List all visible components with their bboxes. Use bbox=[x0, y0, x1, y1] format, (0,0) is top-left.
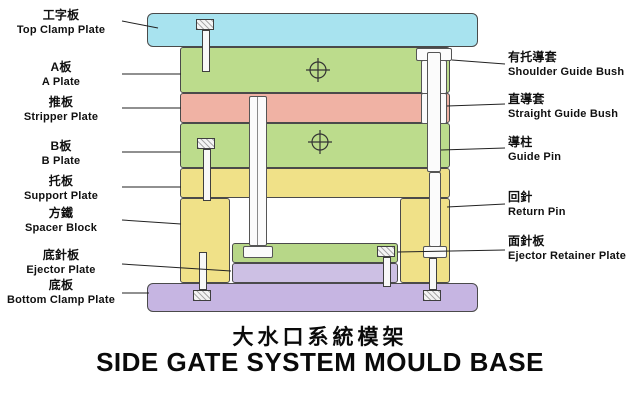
screw-mid-left-head bbox=[197, 138, 215, 149]
label-ejector-retainer-plate: 面針板 Ejector Retainer Plate bbox=[508, 234, 638, 264]
english-title: SIDE GATE SYSTEM MOULD BASE bbox=[96, 347, 544, 377]
stripper-rod-split-line bbox=[257, 97, 258, 245]
label-straight-guide-bush-en: Straight Guide Bush bbox=[508, 108, 619, 120]
label-bottom-clamp-plate: 底板 Bottom Clamp Plate bbox=[2, 278, 120, 308]
label-return-pin-en: Return Pin bbox=[508, 206, 566, 218]
label-stripper-plate: 推板 Stripper Plate bbox=[2, 95, 120, 125]
leader-spacer bbox=[121, 219, 182, 225]
label-spacer-block-zh: 方鐵 bbox=[48, 206, 74, 220]
b-plate bbox=[180, 123, 450, 168]
label-shoulder-guide-bush-en: Shoulder Guide Bush bbox=[508, 66, 625, 78]
label-straight-guide-bush: 直導套 Straight Guide Bush bbox=[508, 92, 638, 122]
label-spacer-block: 方鐵 Spacer Block bbox=[2, 206, 120, 236]
screw-ejector-shaft bbox=[383, 257, 391, 287]
label-a-plate-zh: A板 bbox=[50, 60, 72, 74]
label-b-plate-en: B Plate bbox=[41, 155, 81, 167]
label-straight-guide-bush-zh: 直導套 bbox=[508, 92, 545, 106]
stripper-rod bbox=[249, 96, 267, 246]
label-return-pin: 回針 Return Pin bbox=[508, 190, 638, 220]
label-top-clamp-plate-zh: 工字板 bbox=[42, 8, 80, 22]
support-plate bbox=[180, 168, 450, 198]
label-ejector-plate-en: Ejector Plate bbox=[26, 264, 96, 276]
label-guide-pin: 導柱 Guide Pin bbox=[508, 135, 638, 165]
label-shoulder-guide-bush-zh: 有托導套 bbox=[508, 50, 557, 64]
screw-bottom-left-shaft bbox=[199, 252, 207, 290]
screw-bottom-left-head bbox=[193, 290, 211, 301]
spacer-block-right bbox=[400, 198, 450, 283]
label-ejector-plate-zh: 底針板 bbox=[42, 248, 80, 262]
return-pin-head bbox=[423, 246, 447, 258]
label-ejector-plate: 底針板 Ejector Plate bbox=[2, 248, 120, 278]
label-bottom-clamp-plate-zh: 底板 bbox=[48, 278, 74, 292]
screw-bottom-right-head bbox=[423, 290, 441, 301]
label-stripper-plate-en: Stripper Plate bbox=[23, 111, 99, 123]
label-support-plate-en: Support Plate bbox=[23, 190, 99, 202]
ejector-retainer-plate bbox=[232, 243, 398, 263]
leader-guide-pin bbox=[440, 147, 506, 151]
label-b-plate-zh: B板 bbox=[50, 139, 72, 153]
label-stripper-plate-zh: 推板 bbox=[48, 95, 74, 109]
stripper-plate bbox=[180, 93, 450, 123]
leader-shoulder-bush bbox=[451, 59, 506, 65]
label-bottom-clamp-plate-en: Bottom Clamp Plate bbox=[6, 294, 116, 306]
return-pin-column bbox=[429, 172, 441, 247]
stripper-rod-head bbox=[243, 246, 273, 258]
label-guide-pin-en: Guide Pin bbox=[508, 151, 562, 163]
screw-top-left-shaft bbox=[202, 30, 210, 72]
label-return-pin-zh: 回針 bbox=[508, 190, 533, 204]
leader-return-pin bbox=[446, 203, 506, 208]
label-support-plate: 托板 Support Plate bbox=[2, 174, 120, 204]
label-ejector-retainer-plate-zh: 面針板 bbox=[508, 234, 545, 248]
guide-pin-column bbox=[427, 52, 441, 172]
label-guide-pin-zh: 導柱 bbox=[508, 135, 533, 149]
screw-ejector-head bbox=[377, 246, 395, 257]
chinese-title: 大水口系統模架 bbox=[232, 326, 408, 349]
label-top-clamp-plate-en: Top Clamp Plate bbox=[16, 24, 106, 36]
label-ejector-retainer-plate-en: Ejector Retainer Plate bbox=[508, 250, 627, 262]
label-b-plate: B板 B Plate bbox=[2, 139, 120, 169]
label-shoulder-guide-bush: 有托導套 Shoulder Guide Bush bbox=[508, 50, 638, 80]
screw-mid-left-shaft bbox=[203, 149, 211, 201]
label-support-plate-zh: 托板 bbox=[48, 174, 74, 188]
screw-bottom-right-shaft bbox=[429, 258, 437, 290]
ejector-plate bbox=[232, 263, 398, 283]
label-spacer-block-en: Spacer Block bbox=[24, 222, 98, 234]
label-a-plate: A板 A Plate bbox=[2, 60, 120, 90]
screw-top-left-head bbox=[196, 19, 214, 30]
a-plate bbox=[180, 47, 450, 93]
leader-straight-bush bbox=[446, 103, 506, 107]
label-a-plate-en: A Plate bbox=[41, 76, 81, 88]
label-top-clamp-plate: 工字板 Top Clamp Plate bbox=[2, 8, 120, 38]
